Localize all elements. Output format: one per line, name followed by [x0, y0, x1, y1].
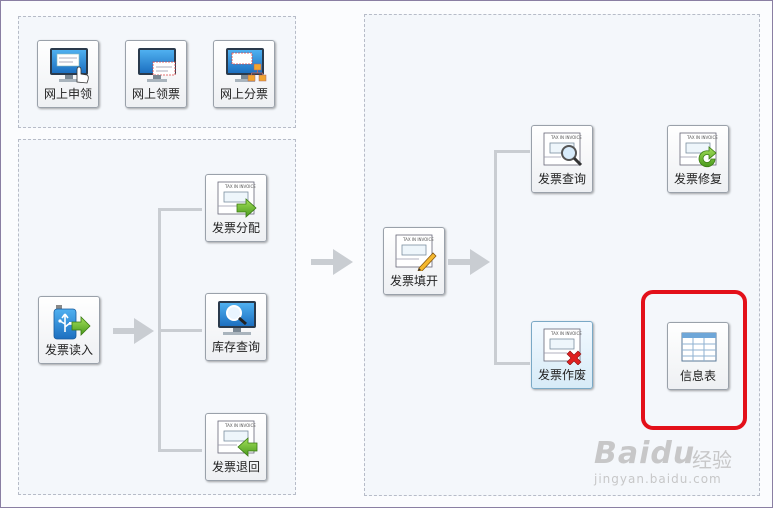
monitor-hand-icon — [50, 48, 89, 84]
connector — [494, 362, 530, 365]
online-apply-label: 网上申领 — [43, 87, 92, 101]
svg-text:TAX IN INVOICE: TAX IN INVOICE — [402, 237, 434, 242]
online-receive-button[interactable]: 网上领票 — [125, 40, 187, 108]
connector — [158, 449, 202, 452]
invoice-search-icon: TAX IN INVOICE — [543, 132, 582, 167]
info-table-button[interactable]: 信息表 — [667, 322, 729, 390]
invoice-repair-button[interactable]: TAX IN INVOICE 发票修复 — [667, 125, 729, 193]
invoice-issue-label: 发票填开 — [389, 274, 438, 288]
svg-text:TAX IN INVOICE: TAX IN INVOICE — [550, 135, 582, 140]
usb-import-icon — [53, 305, 91, 340]
online-receive-label: 网上领票 — [131, 87, 180, 101]
connector — [494, 150, 530, 153]
invoice-assign-label: 发票分配 — [211, 221, 260, 235]
invoice-return-label: 发票退回 — [211, 460, 260, 474]
invoice-repair-icon: TAX IN INVOICE — [679, 132, 718, 168]
invoice-void-label: 发票作废 — [537, 368, 586, 382]
monitor-invoice-icon — [138, 48, 176, 82]
svg-text:TAX IN INVOICE: TAX IN INVOICE — [550, 331, 582, 336]
info-table-label: 信息表 — [679, 369, 716, 383]
invoice-return-button[interactable]: TAX IN INVOICE 发票退回 — [205, 413, 267, 481]
invoice-arrow-right-icon: TAX IN INVOICE — [217, 181, 257, 218]
invoice-assign-button[interactable]: TAX IN INVOICE 发票分配 — [205, 174, 267, 242]
invoice-pencil-icon: TAX IN INVOICE — [395, 234, 437, 271]
watermark-suffix: 经验 — [692, 448, 732, 472]
connector — [158, 208, 202, 211]
online-apply-button[interactable]: 网上申领 — [37, 40, 99, 108]
invoice-void-icon: TAX IN INVOICE — [543, 328, 582, 365]
connector — [158, 329, 202, 332]
invoice-read-button[interactable]: 发票读入 — [38, 296, 100, 364]
connector — [448, 259, 472, 265]
online-distribute-button[interactable]: 网上分票 — [213, 40, 275, 108]
connector — [113, 328, 136, 334]
watermark-url: jingyan.baidu.com — [594, 472, 722, 486]
monitor-distribute-icon — [226, 48, 267, 82]
svg-text:TAX IN INVOICE: TAX IN INVOICE — [224, 184, 256, 189]
flow-arrow — [134, 318, 154, 344]
invoice-issue-button[interactable]: TAX IN INVOICE 发票填开 — [383, 227, 445, 295]
watermark-brand: Baidu — [594, 436, 696, 471]
online-distribute-label: 网上分票 — [219, 87, 268, 101]
invoice-read-label: 发票读入 — [44, 343, 93, 357]
invoice-repair-label: 发票修复 — [673, 172, 722, 186]
flow-arrow — [470, 249, 490, 275]
svg-text:TAX IN INVOICE: TAX IN INVOICE — [224, 423, 256, 428]
svg-text:TAX IN INVOICE: TAX IN INVOICE — [686, 135, 718, 140]
flow-arrow — [333, 249, 353, 275]
invoice-arrow-left-icon: TAX IN INVOICE — [217, 420, 258, 457]
table-icon — [681, 332, 717, 362]
highlight-box — [641, 290, 747, 430]
invoice-void-button[interactable]: TAX IN INVOICE 发票作废 — [531, 321, 593, 389]
monitor-search-icon — [218, 301, 256, 335]
connector — [494, 150, 497, 365]
stock-query-label: 库存查询 — [211, 340, 260, 354]
invoice-query-label: 发票查询 — [537, 172, 586, 186]
stock-query-button[interactable]: 库存查询 — [205, 293, 267, 361]
invoice-query-button[interactable]: TAX IN INVOICE 发票查询 — [531, 125, 593, 193]
connector — [311, 259, 335, 265]
baidu-watermark: Baidu 经验 jingyan.baidu.com — [594, 436, 764, 496]
